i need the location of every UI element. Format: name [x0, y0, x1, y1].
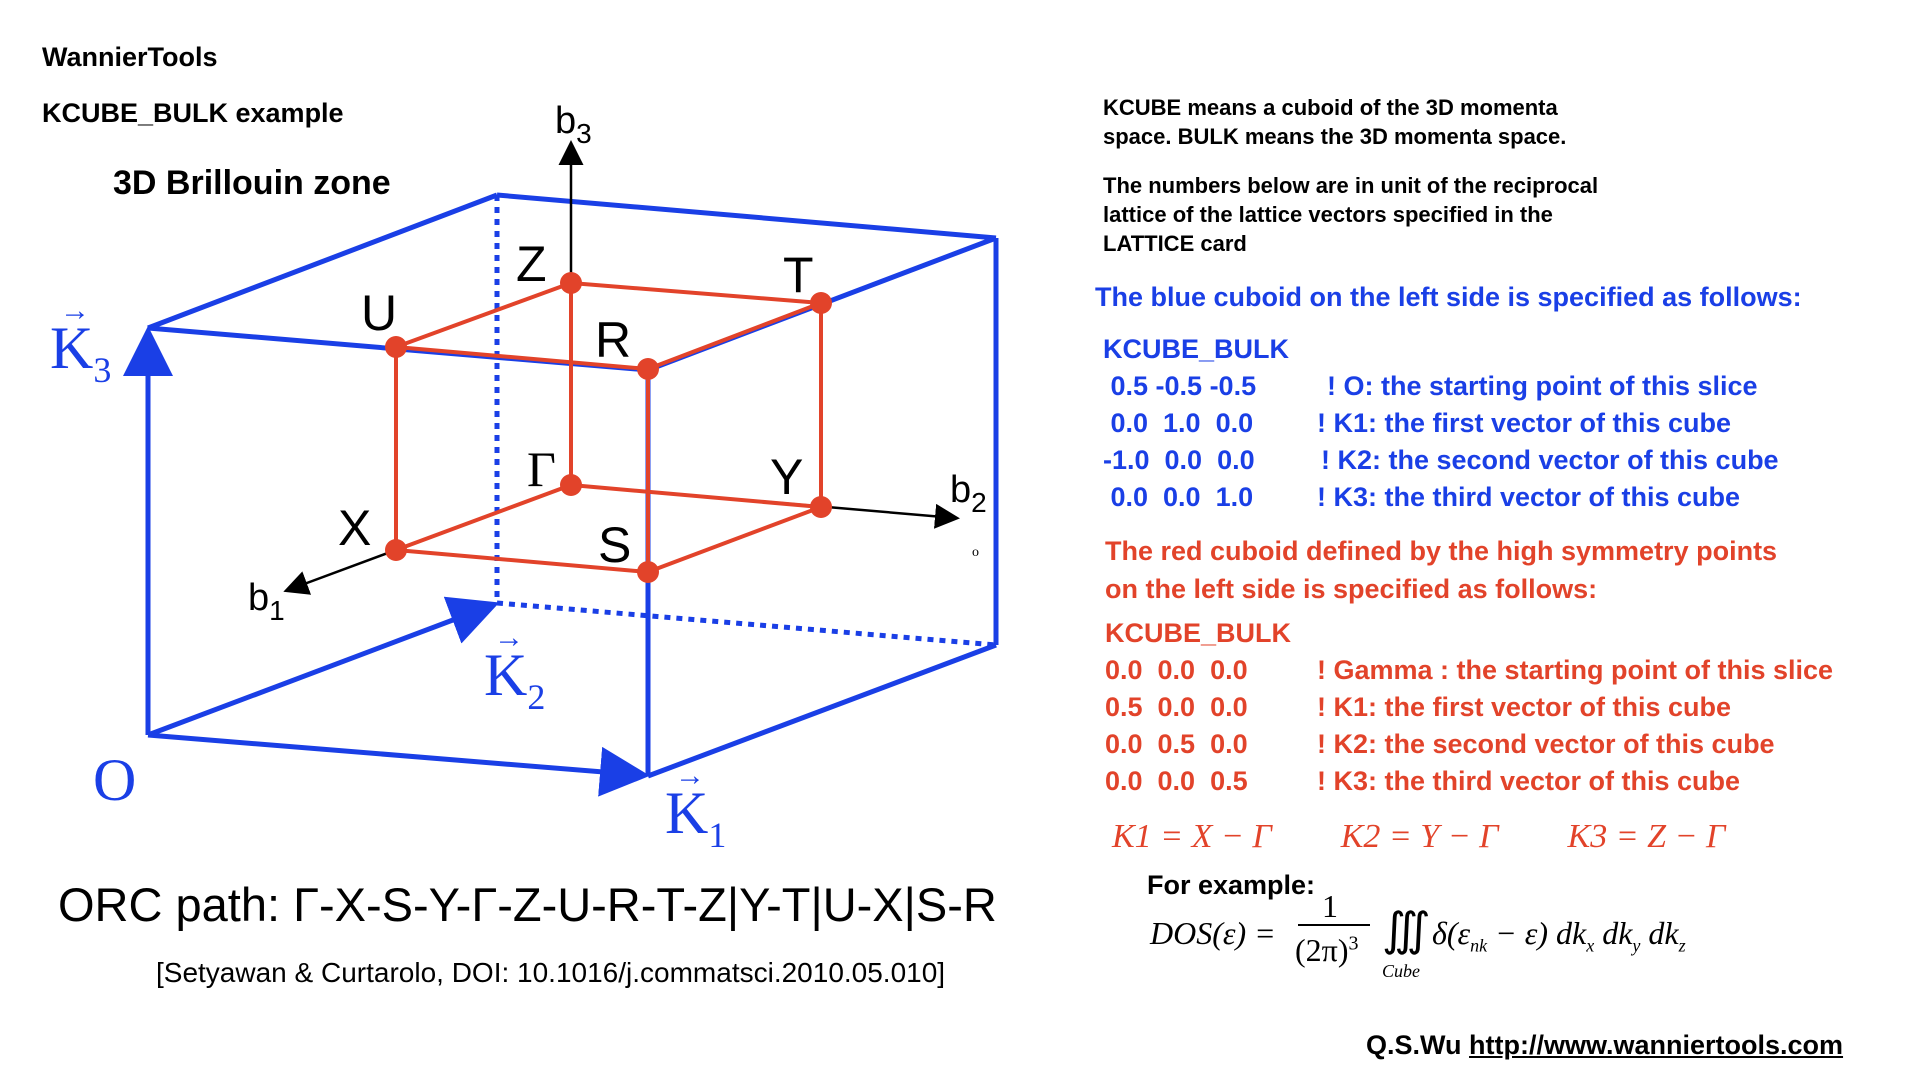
label-r: R [595, 312, 631, 368]
formula-lhs: DOS(ε) = [1150, 915, 1276, 951]
label-u: U [361, 285, 397, 341]
point-s [637, 561, 659, 583]
blue-kcube-card: KCUBE_BULK 0.5 -0.5 -0.5 ! O: the starti… [1103, 334, 1903, 534]
point-y [810, 496, 832, 518]
author: Q.S.Wu [1366, 1030, 1462, 1060]
label-b3: b3 [555, 100, 592, 149]
point-u [385, 336, 407, 358]
label-k1: K1 [665, 780, 726, 855]
equation-k1: K1 = X − Γ [1112, 818, 1272, 855]
label-t: T [783, 247, 814, 303]
equation-k2: K2 = Y − Γ [1340, 818, 1499, 855]
label-k2: K2 [484, 642, 545, 717]
point-gamma [560, 474, 582, 496]
heading-line: The red cuboid defined by the high symme… [1105, 536, 1778, 566]
k-vector-equations: K1 = X − Γ K2 = Y − Γ K3 = Z − Γ [1112, 818, 1725, 856]
label-b2: b2 [950, 469, 987, 518]
point-x [385, 539, 407, 561]
card-values: 0.5 0.0 0.0 [1105, 692, 1248, 722]
card-values: 0.0 0.0 1.0 [1103, 482, 1254, 512]
card-values: 0.5 -0.5 -0.5 [1103, 371, 1257, 401]
card-values: 0.0 0.0 0.5 [1105, 766, 1248, 796]
point-t [810, 292, 832, 314]
label-origin: O [93, 747, 136, 813]
description-line: lattice of the lattice vectors specified… [1103, 202, 1553, 227]
orc-path: ORC path: Γ-X-S-Y-Γ-Z-U-R-T-Z|Y-T|U-X|S-… [58, 878, 997, 931]
label-y: Y [770, 449, 803, 505]
card-comment: ! Gamma : the starting point of this sli… [1317, 655, 1834, 685]
description-line: The numbers below are in unit of the rec… [1103, 173, 1599, 198]
label-b1: b1 [248, 577, 285, 626]
example-title: KCUBE_BULK example [42, 98, 344, 128]
arrow-k1: → [675, 759, 705, 792]
formula-numerator: 1 [1322, 888, 1338, 924]
red-cuboid-edges [394, 281, 823, 574]
k2-vector [147, 596, 500, 738]
blue-vector-arrows [123, 326, 650, 797]
label-z: Z [516, 236, 547, 292]
website-link[interactable]: http://www.wanniertools.com [1469, 1030, 1844, 1060]
red-cuboid-heading: The red cuboid defined by the high symme… [1105, 532, 1777, 608]
arrow-k2: → [494, 621, 524, 654]
card-comment: ! K1: the first vector of this cube [1317, 692, 1732, 722]
formula-rhs: δ(εnk − ε) dkx dky dkz [1432, 915, 1686, 956]
kcube-description: KCUBE means a cuboid of the 3D momenta s… [1103, 93, 1566, 151]
card-values: 0.0 0.0 0.0 [1105, 655, 1248, 685]
card-comment: ! K2: the second vector of this cube [1321, 445, 1779, 475]
red-kcube-card: KCUBE_BULK 0.0 0.0 0.0 ! Gamma : the sta… [1105, 618, 1905, 818]
card-comment: ! K3: the third vector of this cube [1317, 482, 1741, 512]
high-symmetry-points [385, 272, 832, 583]
label-s: S [598, 517, 631, 573]
dos-formula: DOS(ε) = 1 (2π)3 ∭ Cube δ(εnk − ε) dkx d… [1150, 888, 1710, 998]
integral-domain: Cube [1382, 961, 1420, 981]
app-title: WannierTools [42, 42, 218, 72]
blue-cuboid-hidden-edges [494, 195, 997, 648]
equation-k3: K3 = Z − Γ [1567, 818, 1726, 855]
blue-cuboid-heading: The blue cuboid on the left side is spec… [1095, 282, 1802, 312]
triple-integral: ∭ [1382, 904, 1431, 955]
label-k3: K3 [50, 315, 111, 390]
card-comment: ! K3: the third vector of this cube [1317, 766, 1741, 796]
brillouin-zone-title: 3D Brillouin zone [113, 164, 391, 202]
card-name: KCUBE_BULK [1103, 334, 1290, 364]
card-values: 0.0 0.5 0.0 [1105, 729, 1248, 759]
credit: Q.S.Wu http://www.wanniertools.com [1366, 1030, 1843, 1061]
card-comment: ! K2: the second vector of this cube [1317, 729, 1775, 759]
card-name: KCUBE_BULK [1105, 618, 1292, 648]
description-line: LATTICE card [1103, 231, 1247, 256]
label-x: X [338, 500, 371, 556]
description-line: KCUBE means a cuboid of the 3D momenta [1103, 95, 1558, 120]
reference-citation: [Setyawan & Curtarolo, DOI: 10.1016/j.co… [156, 957, 946, 988]
stray-mark: o [972, 545, 979, 560]
units-description: The numbers below are in unit of the rec… [1103, 171, 1598, 258]
point-z [560, 272, 582, 294]
card-comment: ! O: the starting point of this slice [1327, 371, 1758, 401]
formula-denominator: (2π)3 [1295, 932, 1359, 968]
card-comment: ! K1: the first vector of this cube [1317, 408, 1732, 438]
card-values: 0.0 1.0 0.0 [1103, 408, 1254, 438]
description-line: space. BULK means the 3D momenta space. [1103, 124, 1567, 149]
arrow-k3: → [60, 294, 90, 327]
k1-vector [147, 732, 650, 797]
point-r [637, 358, 659, 380]
card-values: -1.0 0.0 0.0 [1103, 445, 1255, 475]
heading-line: on the left side is specified as follows… [1105, 574, 1598, 604]
example-label: For example: [1147, 870, 1316, 900]
label-gamma: Γ [527, 441, 556, 497]
